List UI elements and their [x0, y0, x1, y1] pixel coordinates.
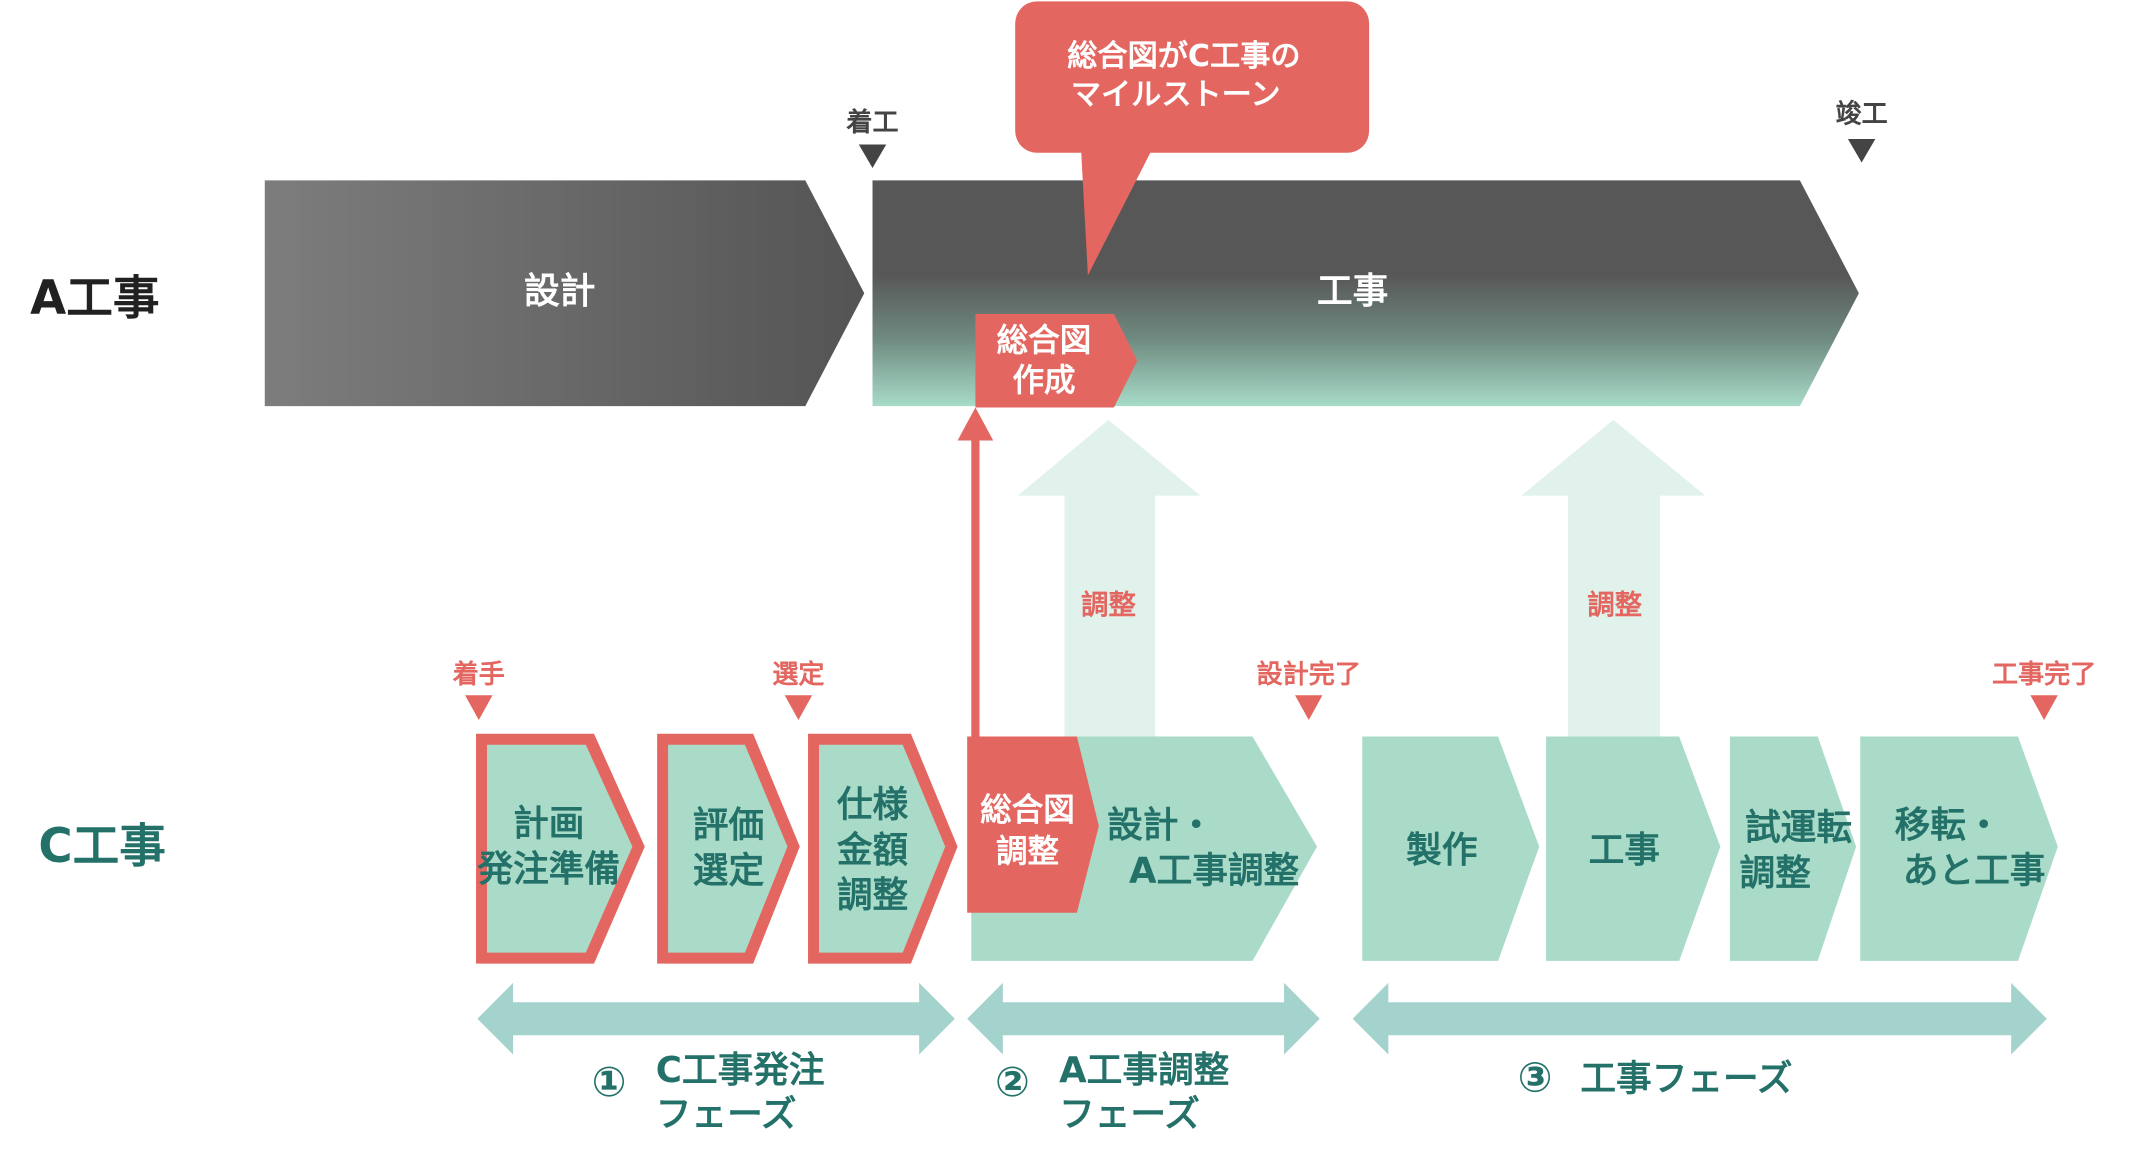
- marker-design-done-triangle: [1295, 695, 1323, 720]
- step-spec-line2: 金額: [836, 830, 909, 871]
- step-spec-line1: 仕様: [837, 784, 909, 825]
- phase-arrow-1: [477, 982, 955, 1055]
- a-design-label: 設計: [524, 271, 595, 312]
- row-label-c: C工事: [38, 820, 166, 874]
- phase-2-line2: フェーズ: [1059, 1094, 1200, 1135]
- marker-completion-triangle: [1847, 139, 1876, 163]
- step-design-adjust-line1: 設計・: [1107, 805, 1214, 846]
- step-construction-label: 工事: [1589, 830, 1660, 871]
- step-trial-line2: 調整: [1740, 853, 1812, 894]
- step-evaluate-line1: 評価: [693, 805, 764, 846]
- callout-line1: 総合図がC工事の: [1067, 38, 1300, 74]
- step-manufacture: [1362, 736, 1540, 961]
- sogozu-link-arrow: [957, 407, 994, 741]
- adjust-label-1: 調整: [1081, 589, 1136, 621]
- adjust-label-2: 調整: [1587, 589, 1642, 621]
- marker-work-done-triangle: [2030, 695, 2058, 720]
- phase-1-line2: フェーズ: [656, 1094, 797, 1135]
- milestone-callout: [1015, 1, 1370, 276]
- step-sogozu-adjust-line2: 調整: [996, 834, 1059, 870]
- marker-c-start-label: 着手: [452, 659, 505, 690]
- sogozu-creation-line1: 総合図: [997, 323, 1092, 359]
- step-spec-line3: 調整: [837, 875, 909, 916]
- callout-line2: マイルストーン: [1071, 78, 1281, 113]
- step-plan-line2: 発注準備: [476, 849, 620, 890]
- phase-1-number: ①: [592, 1058, 627, 1106]
- sogozu-creation-line2: 作成: [1012, 363, 1075, 399]
- step-plan: [476, 733, 645, 964]
- step-trial-line1: 試運転: [1745, 808, 1852, 849]
- phase-1-line1: C工事発注: [656, 1050, 825, 1091]
- a-design-bar: [264, 180, 865, 407]
- step-plan-line1: 計画: [513, 804, 584, 845]
- step-design-adjust-line2: A工事調整: [1129, 850, 1300, 891]
- marker-c-start-triangle: [465, 695, 493, 720]
- marker-selection-label: 選定: [772, 659, 824, 690]
- marker-selection-triangle: [784, 695, 813, 720]
- adjust-arrow-2: [1521, 419, 1706, 737]
- row-label-a: A工事: [30, 272, 159, 326]
- phase-3-line1: 工事フェーズ: [1580, 1058, 1792, 1099]
- step-evaluate-line2: 選定: [693, 850, 765, 891]
- step-spec: [808, 733, 958, 964]
- marker-design-done-label: 設計完了: [1257, 659, 1361, 690]
- marker-completion-label: 竣工: [1836, 98, 1888, 129]
- step-construction: [1546, 736, 1721, 961]
- step-relocation: [1860, 736, 2058, 961]
- marker-work-done-label: 工事完了: [1992, 659, 2096, 690]
- step-trial: [1729, 736, 1857, 961]
- phase-arrow-3: [1352, 982, 2047, 1055]
- step-manufacture-label: 製作: [1406, 830, 1477, 871]
- sogozu-creation-tag: [975, 313, 1138, 408]
- step-sogozu-adjust: [967, 736, 1099, 913]
- adjust-arrow-1: [1017, 419, 1201, 737]
- phase-2-line1: A工事調整: [1059, 1050, 1230, 1091]
- phase-2-number: ②: [995, 1058, 1030, 1106]
- step-relocation-line2: あと工事: [1903, 850, 2046, 891]
- phase-arrow-2: [967, 982, 1320, 1055]
- step-sogozu-adjust-line1: 総合図: [980, 792, 1075, 828]
- step-relocation-line1: 移転・: [1895, 805, 2002, 846]
- phase-3-number: ③: [1518, 1054, 1553, 1102]
- a-construction-label: 工事: [1317, 271, 1388, 312]
- step-evaluate: [657, 733, 800, 964]
- marker-start-triangle: [858, 144, 887, 168]
- marker-start-label: 着工: [845, 107, 898, 138]
